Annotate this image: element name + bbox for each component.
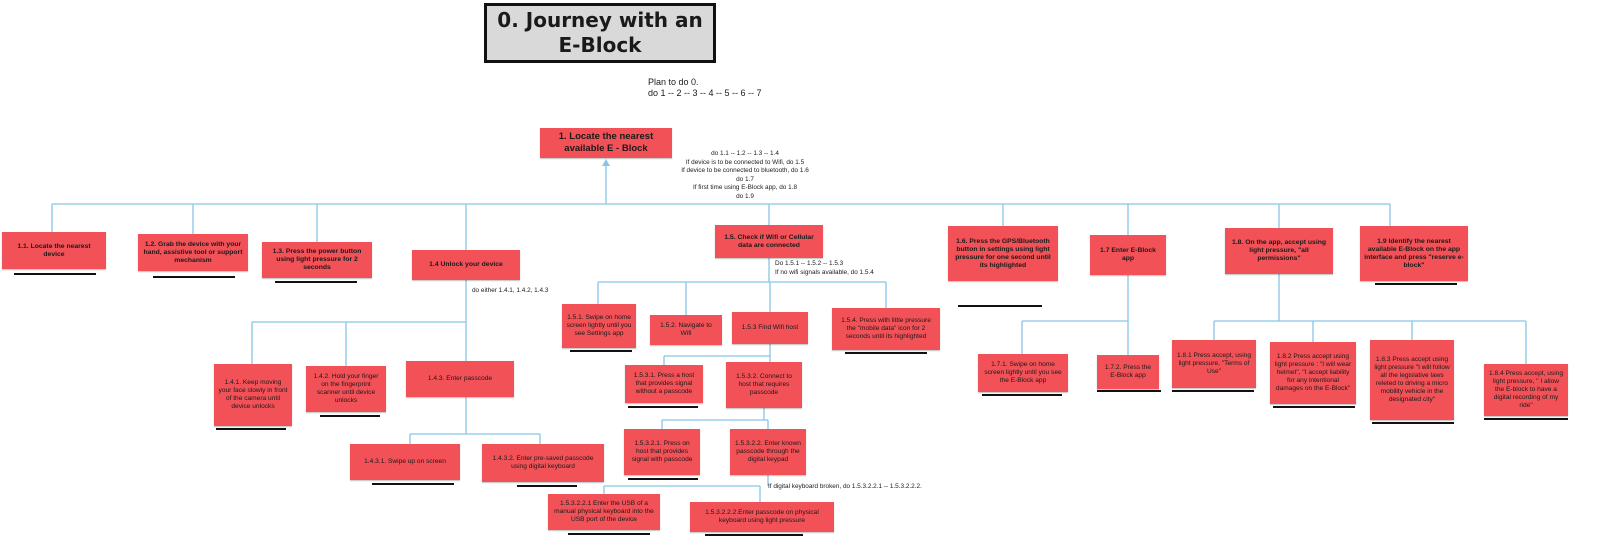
stop-line-1-4-1 [216, 428, 286, 430]
task-node-1-5-3: 1.5.3 Find Wifi host [732, 312, 808, 344]
plan-note-1-4: do either 1.4.1, 1.4.2, 1.4.3 [472, 287, 549, 294]
task-node-1-5-2: 1.5.2. Navigate to Wifi [650, 315, 722, 345]
task-node-1-8-1: 1.8.1 Press accept, using light pressure… [1172, 340, 1256, 388]
plan-text: Plan to do 0. do 1 -- 2 -- 3 -- 4 -- 5 -… [648, 77, 762, 98]
task-node-1-8: 1.8. On the app, accept using light pres… [1225, 228, 1333, 274]
task-node-1-7: 1.7 Enter E-Block app [1090, 235, 1166, 275]
page-title: 0. Journey with an E-Block [484, 3, 716, 63]
task-node-1-4-3-1: 1.4.3.1. Swipe up on screen [350, 444, 460, 480]
stop-line-1-2 [153, 276, 235, 278]
task-node-1-9: 1.9 Identify the nearest available E-Blo… [1360, 226, 1468, 281]
stop-line-1-5-3-2-1 [628, 478, 698, 480]
stop-line-1-4-3-2 [517, 485, 577, 487]
plan-note-1-5: Do 1.5.1 -- 1.5.2 -- 1.5.3 If no wifi si… [775, 260, 874, 276]
stop-line-1-5-4 [845, 352, 927, 354]
task-node-1-5: 1.5. Check if Wifi or Cellular data are … [715, 225, 823, 258]
task-node-1-8-4: 1.8.4 Press accept, using light pressure… [1484, 364, 1568, 416]
stop-line-1-5-3-2-2-1 [568, 533, 650, 535]
task-node-1-5-4: 1.5.4. Press with little pressure the "m… [832, 308, 940, 350]
stop-line-1-5-1 [570, 350, 632, 352]
stop-line-1-6 [958, 305, 1042, 307]
task-node-1-5-1: 1.5.1. Swipe on home screen lightly unti… [562, 304, 636, 348]
stop-line-1-5-3-2-2-2 [705, 534, 803, 536]
task-node-1-4-2: 1.4.2. Hold your finger on the fingerpri… [306, 366, 386, 412]
task-node-1-1: 1.1. Locate the nearest device [2, 232, 106, 269]
task-node-1-4: 1.4 Unlock your device [412, 250, 520, 280]
stop-line-1-7-2 [1097, 390, 1161, 392]
task-node-1-5-3-2-2-1: 1.5.3.2.2.1 Enter the USB of a manual ph… [548, 494, 660, 530]
task-node-1-2: 1.2. Grab the device with your hand, ass… [138, 234, 248, 271]
stop-line-1-9 [1375, 283, 1457, 285]
task-node-1-3: 1.3. Press the power button using light … [262, 242, 372, 278]
task-node-1-8-2: 1.8.2 Press accept using light pressure … [1270, 342, 1356, 404]
stop-line-1-8-1 [1172, 390, 1254, 392]
task-node-1-5-3-2-2-2: 1.5.3.2.2.2.Enter passcode on physical k… [690, 502, 834, 532]
task-node-1-5-3-2-1: 1.5.3.2.1. Press on host that provides s… [624, 429, 700, 475]
stop-line-1-4-2 [320, 415, 380, 417]
task-node-1-6: 1.6. Press the GPS/Bluetooth button in s… [948, 226, 1058, 281]
stop-line-1-8-2 [1273, 406, 1355, 408]
stop-line-1-7-1 [982, 394, 1062, 396]
task-node-1-7-1: 1.7.1. Swipe on home screen lightly unti… [978, 354, 1068, 392]
stop-line-1-8-4 [1484, 418, 1568, 420]
task-node-1-7-2: 1.7.2. Press the E-Block app [1097, 355, 1159, 389]
task-node-1-5-3-1: 1.5.3.1. Press a host that provides sign… [625, 365, 703, 403]
stop-line-1-5-3-1 [628, 406, 698, 408]
stop-line-1-1 [14, 273, 96, 275]
task-node-1-5-3-2-2: 1.5.3.2.2. Enter known passcode through … [730, 429, 806, 475]
stop-line-1-4-3-1 [372, 483, 454, 485]
task-node-1-8-3: 1.8.3 Press accept using light pressure … [1370, 340, 1454, 420]
stop-line-1-8-3 [1372, 422, 1454, 424]
task-node-1-4-1: 1.4.1. Keep moving your face slowly in f… [214, 364, 292, 426]
arrow-head-icon [602, 159, 610, 166]
task-node-1-4-3: 1.4.3. Enter passcode [406, 361, 514, 397]
plan-note-1-5-3-2: If digital keyboard broken, do 1.5.3.2.2… [768, 483, 922, 490]
task-node-1-4-3-2: 1.4.3.2. Enter pre-saved passcode using … [482, 444, 604, 482]
stop-line-1-3 [275, 281, 357, 283]
task-node-1-5-3-2: 1.5.3.2. Connect to host that requires p… [726, 362, 802, 408]
task-node-1: 1. Locate the nearest available E - Bloc… [540, 128, 672, 158]
plan-note-1: do 1.1 -- 1.2 -- 1.3 -- 1.4 If device is… [681, 150, 809, 200]
